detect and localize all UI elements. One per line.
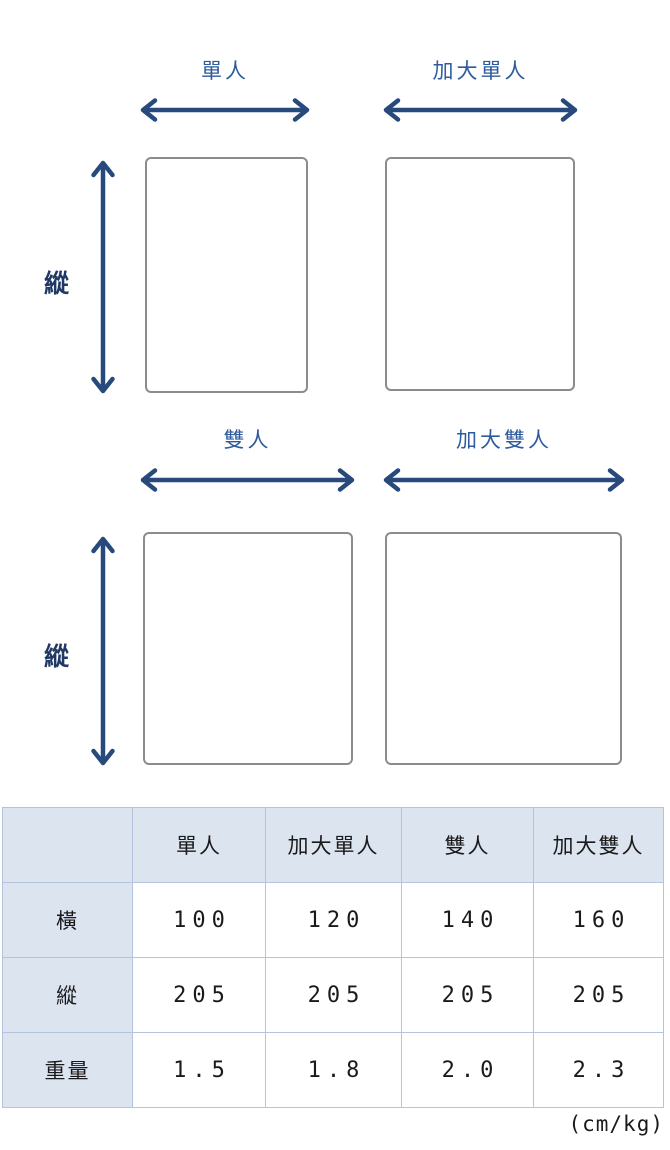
height-arrow-top xyxy=(90,158,116,396)
size-label-xl-single: 加大單人 xyxy=(432,60,529,83)
table-row-width: 橫 100 120 140 160 xyxy=(2,882,664,958)
cell-weight-single: 1.5 xyxy=(132,1032,266,1108)
mattress-rect-single xyxy=(145,157,308,393)
row-header-width: 橫 xyxy=(2,882,133,958)
cell-width-double: 140 xyxy=(401,882,534,958)
width-arrow-single xyxy=(138,97,312,123)
cell-length-single: 205 xyxy=(132,957,266,1033)
table-row-weight: 重量 1.5 1.8 2.0 2.3 xyxy=(2,1032,664,1108)
mattress-rect-double xyxy=(143,532,353,765)
width-arrow-xl-double xyxy=(381,467,627,493)
col-header-xl-single: 加大單人 xyxy=(265,807,402,883)
row-header-length: 縱 xyxy=(2,957,133,1033)
cell-weight-double: 2.0 xyxy=(401,1032,534,1108)
cell-width-xl-double: 160 xyxy=(533,882,664,958)
size-label-single: 單人 xyxy=(201,60,249,83)
col-header-single: 單人 xyxy=(132,807,266,883)
cell-length-double: 205 xyxy=(401,957,534,1033)
row-header-weight: 重量 xyxy=(2,1032,133,1108)
table-row-length: 縱 205 205 205 205 xyxy=(2,957,664,1033)
table-header-row: 單人 加大單人 雙人 加大雙人 xyxy=(2,807,664,883)
cell-length-xl-single: 205 xyxy=(265,957,402,1033)
mattress-rect-xl-single xyxy=(385,157,575,391)
cell-length-xl-double: 205 xyxy=(533,957,664,1033)
mattress-rect-xl-double xyxy=(385,532,622,765)
size-label-xl-double: 加大雙人 xyxy=(456,429,552,452)
width-arrow-xl-single xyxy=(381,97,580,123)
cell-weight-xl-double: 2.3 xyxy=(533,1032,664,1108)
vertical-axis-label-top: 縱 xyxy=(44,270,71,298)
vertical-axis-label-bottom: 縱 xyxy=(44,643,71,671)
size-label-double: 雙人 xyxy=(223,429,272,452)
unit-note: (cm/kg) xyxy=(568,1112,664,1136)
col-header-xl-double: 加大雙人 xyxy=(533,807,664,883)
width-arrow-double xyxy=(138,467,357,493)
height-arrow-bottom xyxy=(90,534,116,768)
size-spec-table: 單人 加大單人 雙人 加大雙人 橫 100 120 140 160 縱 205 … xyxy=(2,807,664,1108)
cell-weight-xl-single: 1.8 xyxy=(265,1032,402,1108)
col-header-double: 雙人 xyxy=(401,807,534,883)
cell-width-single: 100 xyxy=(132,882,266,958)
cell-width-xl-single: 120 xyxy=(265,882,402,958)
corner-cell xyxy=(2,807,133,883)
